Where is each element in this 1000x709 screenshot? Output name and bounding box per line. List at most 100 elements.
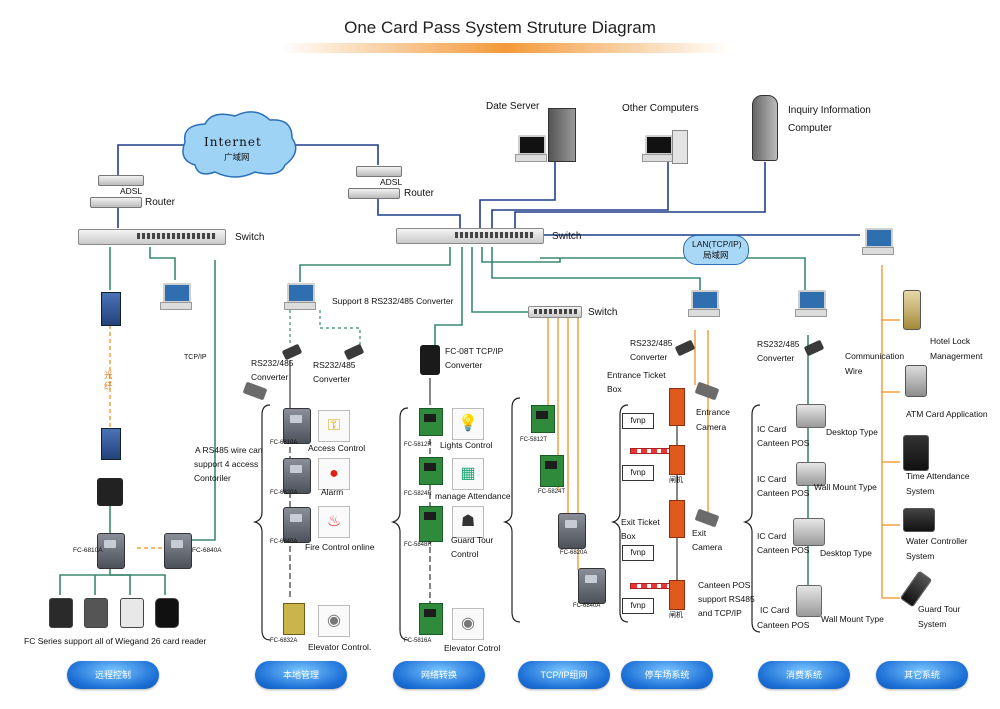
fc5816a-label: FC-5816A: [404, 638, 432, 644]
fc6840a-label: FC-6840A: [270, 539, 298, 545]
switch-center-icon: [396, 228, 544, 244]
category-parking-system: 停车场系统: [621, 661, 713, 689]
attendance-terminal-icon: ▦: [452, 458, 484, 490]
exit-cam-label-1: Exit: [692, 528, 707, 538]
gate-2-label: 闸机: [669, 612, 683, 619]
router-left-label: Router: [145, 197, 176, 208]
wall-type-2-label: Wall Mount Type: [821, 614, 884, 624]
fvnp-4-box: fvnp: [622, 598, 654, 614]
fc5812t-board: [531, 405, 555, 433]
internet-sublabel: 广域网: [224, 152, 250, 162]
wiegand-label: FC Series support all of Wiegand 26 card…: [24, 636, 207, 646]
entrance-box-label-2: Box: [607, 384, 622, 394]
other-computer-tower-icon: [672, 130, 688, 164]
card-reader-1-icon: [49, 598, 73, 628]
fvnp-1-box: fvnp: [622, 413, 654, 429]
gate-2-icon: [669, 580, 685, 610]
canteen-pos-2-label: Canteen POS: [757, 488, 810, 498]
entrance-box-label-1: Entrance Ticket: [607, 370, 666, 380]
exit-ticket-box-icon: [669, 500, 685, 538]
ic-card-3-label: IC Card: [757, 531, 787, 541]
water-controller-label-2: System: [906, 551, 935, 561]
fc5848r-board: [419, 506, 443, 542]
pos-rs-label-2: Converter: [757, 353, 795, 363]
inquiry-kiosk-icon: [752, 95, 778, 161]
lights-label: Lights Control: [440, 440, 493, 450]
wall-pos-2-icon: [796, 585, 822, 617]
entrance-cam-label-2: Camera: [696, 422, 727, 432]
fc08t-converter-icon: [420, 345, 440, 375]
fiber-label: 光纤: [104, 370, 113, 391]
exit-cam-label-2: Camera: [692, 542, 723, 552]
ic-card-4-label: IC Card: [760, 605, 790, 615]
fc6840a-left-module: [164, 533, 192, 569]
pos-rs-label-1: RS232/485: [757, 339, 800, 349]
alarm-label: Alarm: [321, 487, 344, 497]
light-bulb-icon: 💡: [452, 408, 484, 440]
time-attendance-label-2: System: [906, 486, 935, 496]
time-attendance-label-1: Time Attendance: [906, 471, 970, 481]
other-computer-monitor-icon: [642, 135, 674, 162]
canteen-pos-3-label: Canteen POS: [757, 545, 810, 555]
elevator-button-icon: ◉: [318, 605, 350, 637]
entrance-cam-label-1: Entrance: [696, 407, 731, 417]
switch-tcp-label: Switch: [588, 307, 618, 318]
router-right-icon: [348, 188, 400, 199]
fvnp-3-box: fvnp: [622, 545, 654, 561]
remote-computer-icon: [160, 283, 192, 310]
hotel-lock-label-2: Managerment: [930, 351, 983, 361]
time-attendance-icon: [903, 435, 929, 471]
lan-cloud: [683, 235, 749, 265]
category-consumption-system: 消费系统: [758, 661, 850, 689]
fc5816a-board: [419, 603, 443, 635]
lan-label: LAN(TCP/IP): [692, 239, 742, 249]
fc5848r-label: FC-5848R: [404, 542, 432, 548]
title-underline: [280, 43, 730, 53]
rs-conv-a-label-1: RS232/485: [251, 358, 294, 368]
lan-sublabel: 局域网: [703, 250, 729, 260]
internet-label: Internet: [204, 135, 262, 149]
elevator-cotrol-label: Elevator Cotrol: [444, 643, 501, 653]
fc08t-label-2: Converter: [445, 360, 483, 370]
rs485-label-2: support 4 access: [194, 459, 259, 469]
fc6832a-module: [283, 603, 305, 635]
inquiry-label-1: Inquiry Information: [788, 105, 871, 116]
inquiry-label-2: Computer: [788, 123, 832, 134]
entrance-ticket-box-icon: [669, 388, 685, 426]
fc5812r-label: FC-5812R: [404, 442, 432, 448]
diagram-title: One Card Pass System Struture Diagram: [344, 18, 656, 37]
switch-center-label: Switch: [552, 231, 582, 242]
switch-tcp-icon: [528, 306, 582, 318]
elevator-button-2-icon: ◉: [452, 608, 484, 640]
ic-card-1-label: IC Card: [757, 424, 787, 434]
fc6820a-t-label: FC-6820A: [560, 550, 588, 556]
canteen-pos-label-2: support RS485: [698, 594, 755, 604]
category-remote-control: 远程控制: [67, 661, 159, 689]
fvnp-2-box: fvnp: [622, 465, 654, 481]
router-left-top-icon: [98, 175, 144, 186]
fc6820a-t-module: [558, 513, 586, 549]
category-other-systems: 其它系统: [876, 661, 968, 689]
date-server-label: Date Server: [486, 101, 540, 112]
date-server-icon: [548, 108, 576, 162]
desktop-pos-1-icon: [796, 404, 826, 428]
fc6840a-t-module: [578, 568, 606, 604]
fc6810a-left-module: [97, 533, 125, 569]
support8-label: Support 8 RS232/485 Converter: [332, 296, 454, 306]
fc6840a-t-label: FC-6840A: [573, 603, 601, 609]
canteen-pos-4-label: Canteen POS: [757, 620, 810, 630]
wall-pos-1-icon: [796, 462, 826, 486]
fc5812r-board: [419, 408, 443, 436]
gate-1-icon: [669, 445, 685, 475]
card-reader-2-icon: [84, 598, 108, 628]
router-right-label: Router: [404, 188, 435, 199]
switch-left-icon: [78, 229, 226, 245]
fire-control-label: Fire Control online: [305, 542, 375, 552]
other-computers-label: Other Computers: [622, 103, 699, 114]
category-local-management: 本地管理: [255, 661, 347, 689]
router-right-top-icon: [356, 166, 402, 177]
fc6820a-label: FC-6820A: [270, 490, 298, 496]
category-network-conversion: 网络转换: [393, 661, 485, 689]
attendance-label: manage Attendance: [435, 491, 511, 501]
